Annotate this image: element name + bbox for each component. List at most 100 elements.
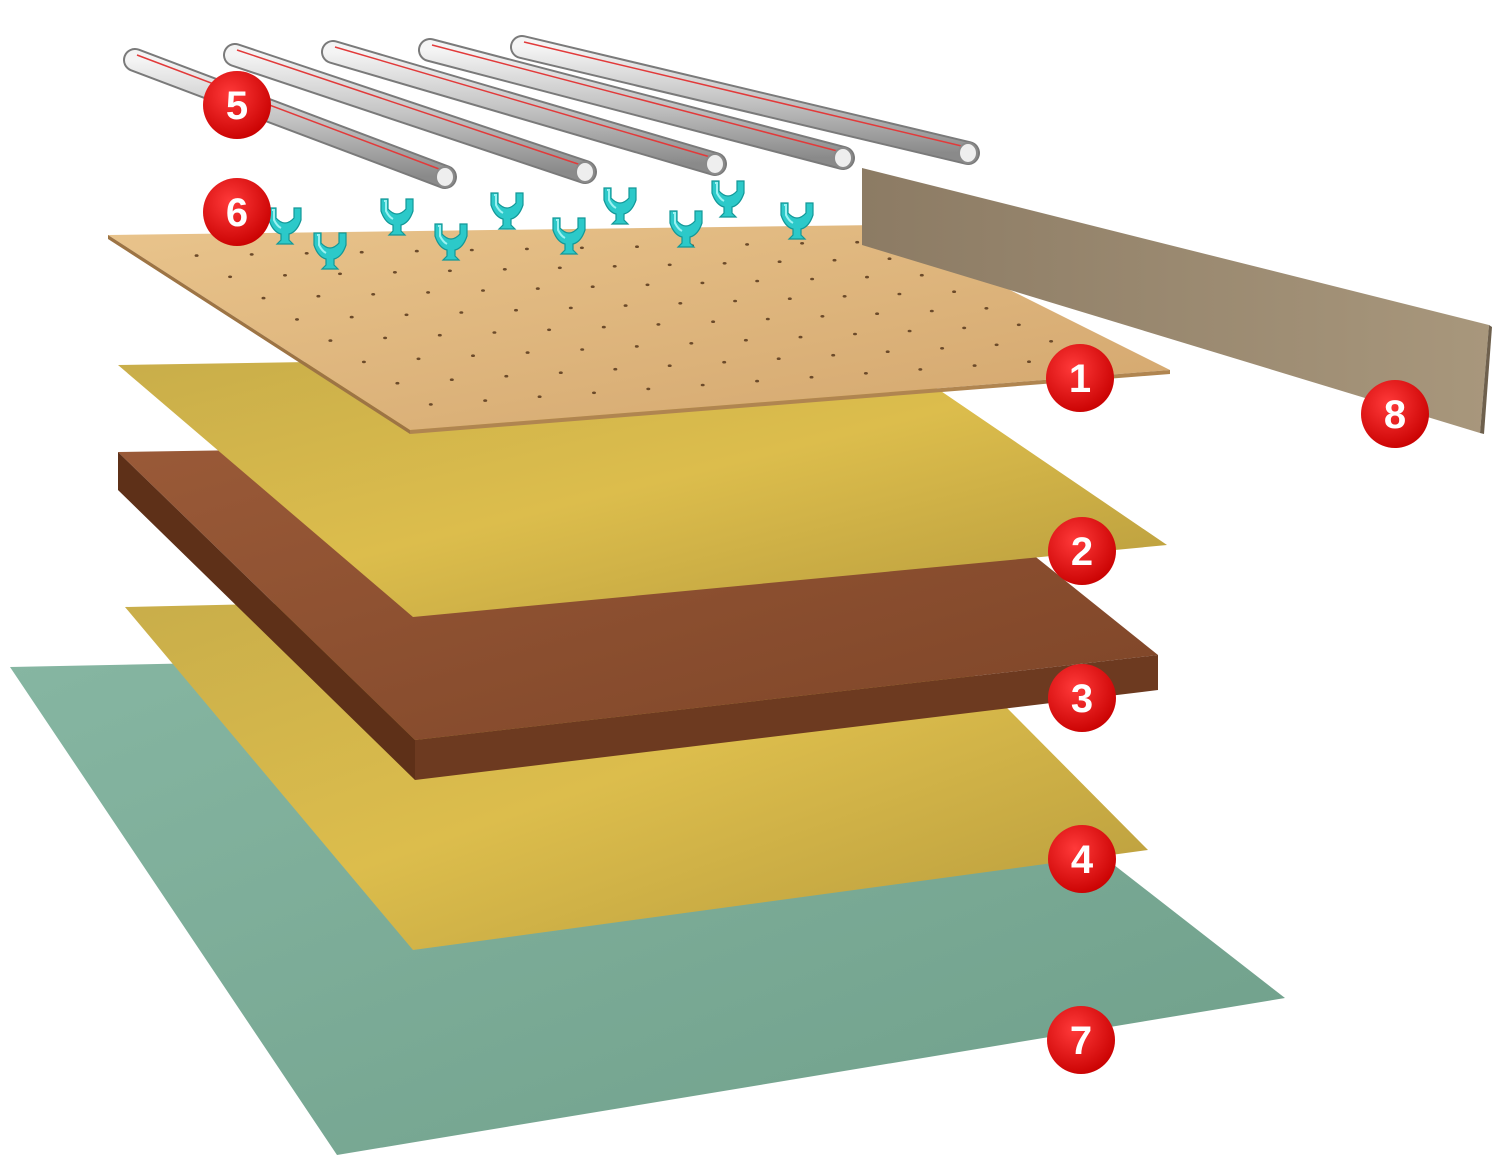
board-hole [810, 278, 814, 281]
label-badge-6: 6 [203, 178, 271, 246]
board-hole [646, 284, 650, 287]
board-hole [624, 304, 628, 307]
label-badge-7: 7 [1047, 1006, 1115, 1074]
board-hole [1027, 360, 1031, 363]
label-6: 6 [226, 191, 248, 235]
board-hole [283, 274, 287, 277]
board-hole [831, 354, 835, 357]
board-hole [745, 243, 749, 246]
board-hole [417, 358, 421, 361]
board-hole [514, 309, 518, 312]
board-hole [810, 376, 814, 379]
board-hole [656, 323, 660, 326]
label-badge-1: 1 [1046, 344, 1114, 412]
board-hole [984, 307, 988, 310]
board-hole [995, 344, 999, 347]
board-hole [525, 248, 529, 251]
board-hole [526, 351, 530, 354]
board-hole [450, 378, 454, 381]
board-hole [635, 345, 639, 348]
board-hole [591, 285, 595, 288]
board-hole [701, 384, 705, 387]
board-hole [483, 399, 487, 402]
board-hole [897, 293, 901, 296]
board-hole [733, 300, 737, 303]
board-hole [723, 262, 727, 265]
board-hole [459, 311, 463, 314]
label-badge-4: 4 [1048, 825, 1116, 893]
board-hole [383, 337, 387, 340]
board-hole [744, 339, 748, 342]
board-hole [766, 318, 770, 321]
board-hole [415, 250, 419, 253]
board-hole [503, 268, 507, 271]
board-hole [864, 372, 868, 375]
pipe-clip-icon [381, 199, 413, 235]
label-4: 4 [1071, 838, 1094, 882]
board-hole [668, 264, 672, 267]
board-hole [448, 270, 452, 273]
board-hole [250, 253, 254, 256]
board-hole [918, 368, 922, 371]
board-hole [853, 333, 857, 336]
board-hole [536, 287, 540, 290]
board-hole [799, 336, 803, 339]
board-hole [613, 265, 617, 268]
board-hole [580, 348, 584, 351]
board-hole [689, 342, 693, 345]
board-hole [1017, 324, 1021, 327]
board-hole [888, 257, 892, 260]
board-hole [940, 347, 944, 350]
board-hole [930, 310, 934, 313]
board-hole [800, 242, 804, 245]
board-hole [843, 295, 847, 298]
board-hole [504, 375, 508, 378]
label-7: 7 [1070, 1019, 1092, 1063]
label-badge-2: 2 [1048, 517, 1116, 585]
board-hole [592, 392, 596, 395]
label-badge-8: 8 [1361, 380, 1429, 448]
board-hole [973, 364, 977, 367]
board-hole [429, 403, 433, 406]
board-hole [833, 259, 837, 262]
board-hole [668, 364, 672, 367]
board-hole [886, 350, 890, 353]
label-3: 3 [1071, 677, 1093, 721]
board-hole [602, 326, 606, 329]
label-1: 1 [1069, 357, 1091, 401]
board-hole [393, 271, 397, 274]
label-badge-3: 3 [1048, 664, 1116, 732]
board-hole [788, 297, 792, 300]
board-hole [371, 293, 375, 296]
board-hole [316, 295, 320, 298]
label-2: 2 [1071, 530, 1093, 574]
board-hole [558, 267, 562, 270]
board-hole [395, 382, 399, 385]
board-hole [538, 395, 542, 398]
board-hole [1049, 340, 1053, 343]
pipe-clip-icon [491, 193, 523, 229]
board-hole [569, 307, 573, 310]
board-hole [362, 361, 366, 364]
board-hole [778, 260, 782, 263]
board-hole [350, 316, 354, 319]
board-hole [338, 273, 342, 276]
board-hole [426, 291, 430, 294]
pipe-clip-icon [712, 181, 744, 217]
board-hole [262, 297, 266, 300]
label-badge-5: 5 [203, 71, 271, 139]
board-hole [777, 357, 781, 360]
pipe-clip-icon [604, 188, 636, 224]
board-hole [438, 334, 442, 337]
board-hole [962, 327, 966, 330]
board-hole [405, 314, 409, 317]
board-hole [722, 361, 726, 364]
board-hole [678, 302, 682, 305]
board-hole [920, 274, 924, 277]
board-hole [865, 276, 869, 279]
board-hole [755, 380, 759, 383]
board-hole [228, 276, 232, 279]
board-hole [295, 318, 299, 321]
label-5: 5 [226, 84, 248, 128]
